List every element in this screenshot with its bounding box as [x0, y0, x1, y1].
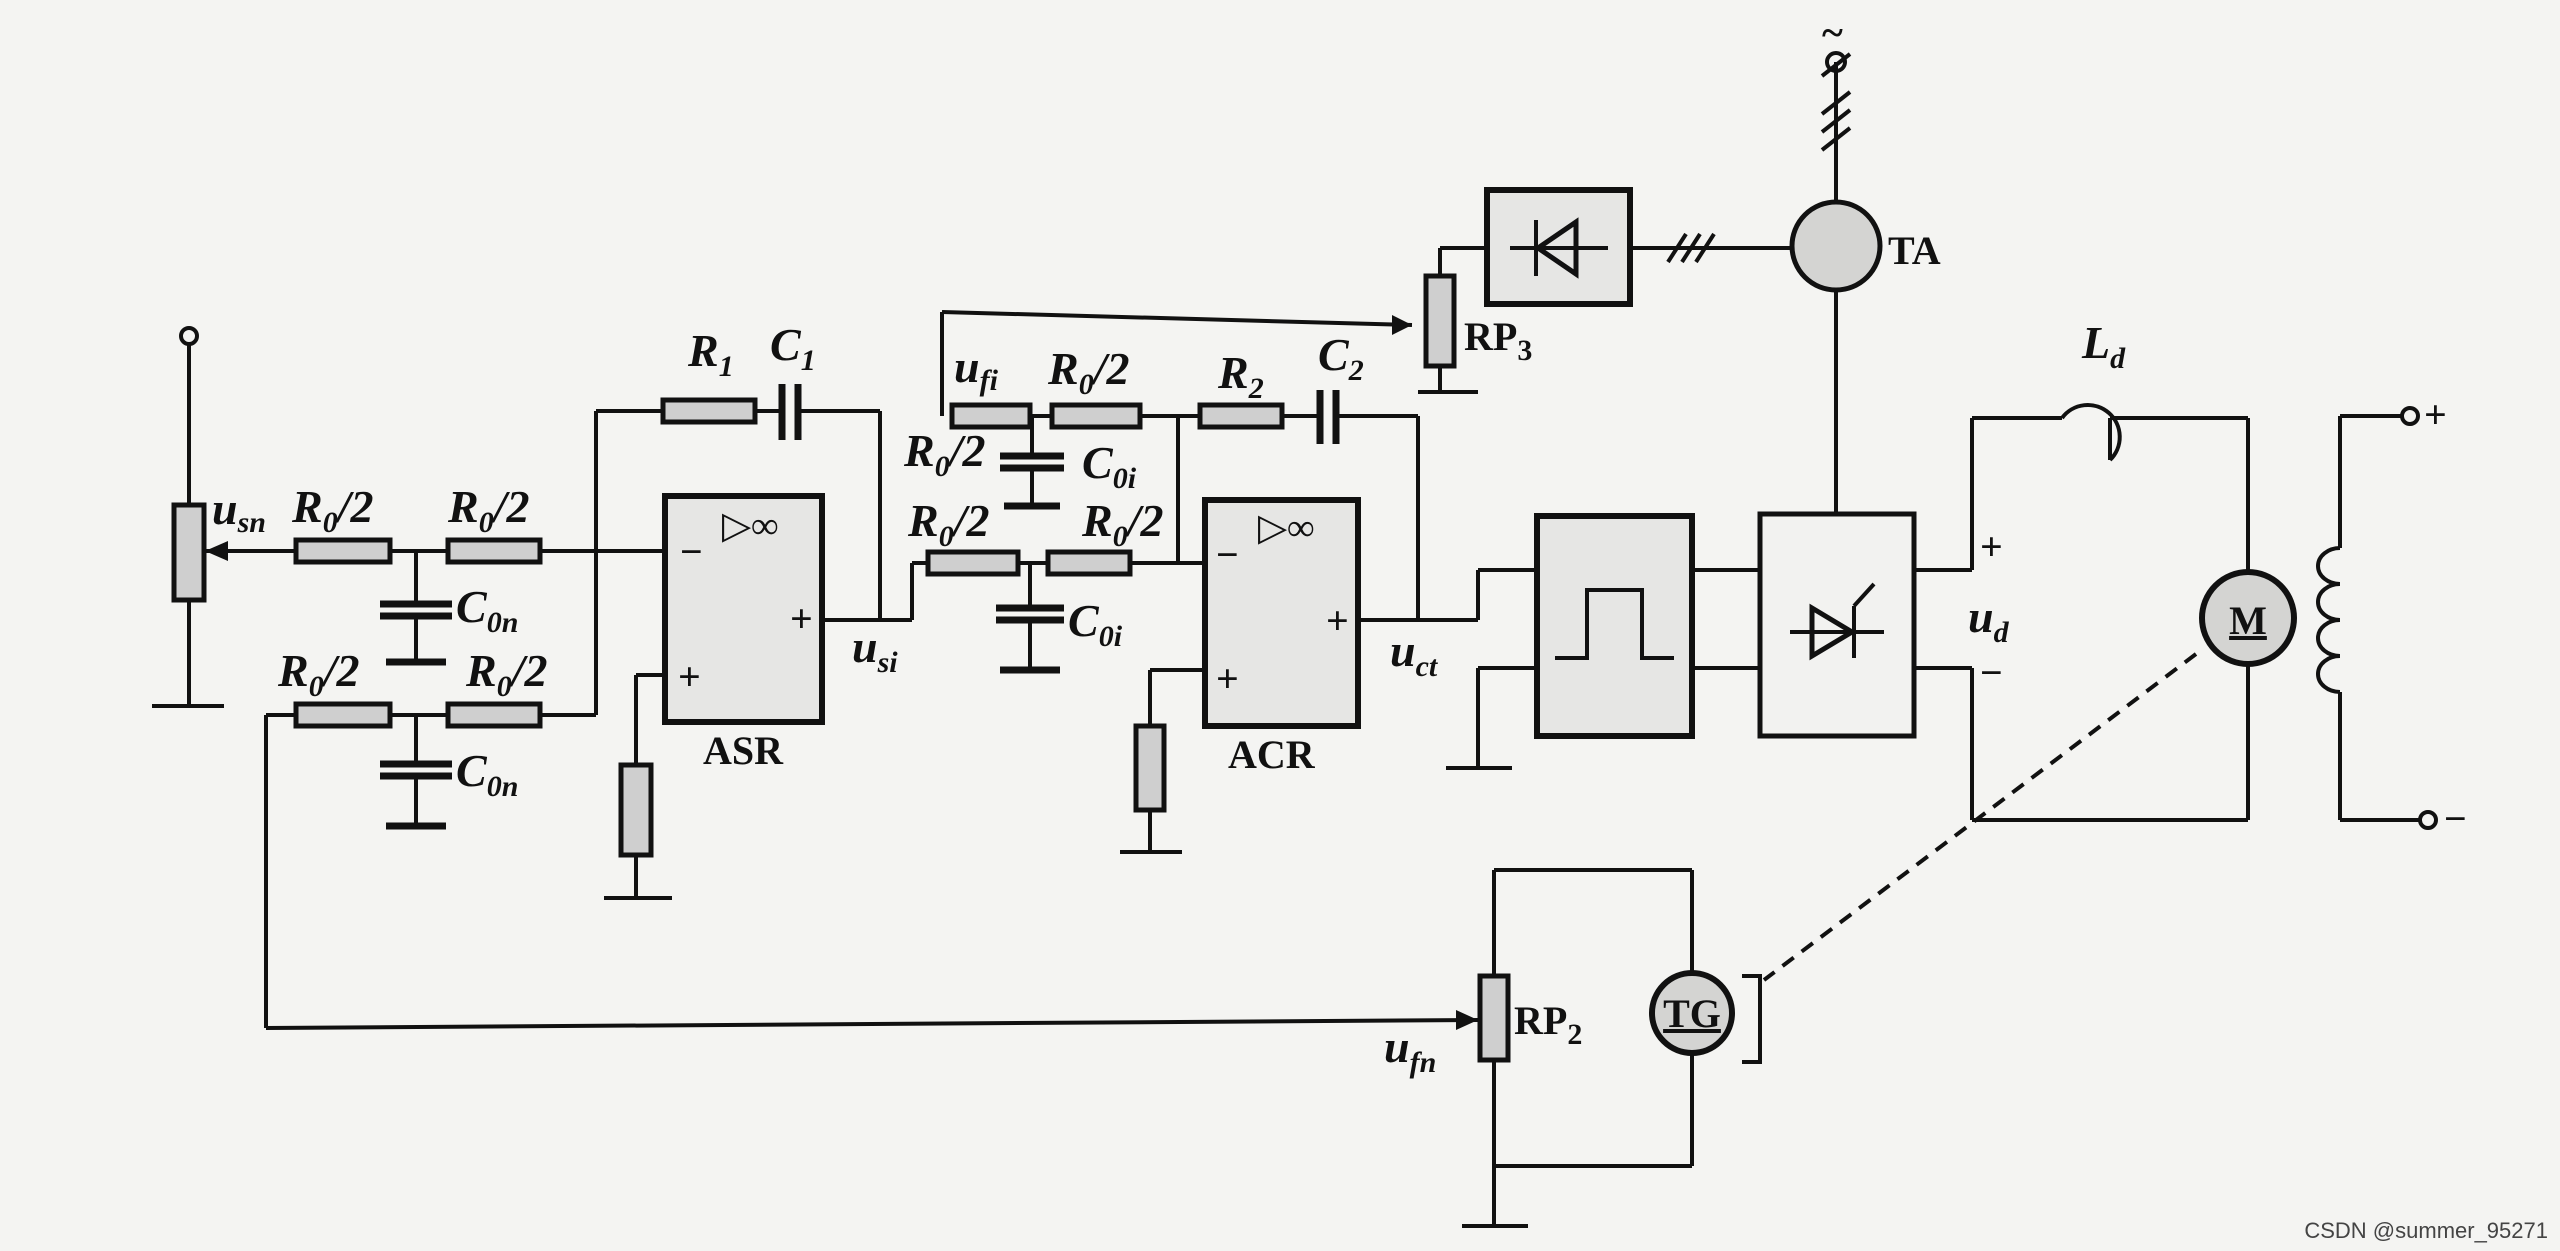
field-minus-sign: − — [2444, 796, 2467, 841]
tacho-label: TG — [1663, 991, 1721, 1036]
ud-plus-sign: + — [1980, 524, 2003, 569]
resistor-r0-half-7 — [949, 402, 1033, 430]
tacho-generator-tg: TG — [1649, 970, 1735, 1056]
capacitor-c0n-lower — [380, 760, 452, 830]
field-winding-coil — [2316, 546, 2341, 694]
opamp-symbol: ▷∞ — [1258, 507, 1314, 549]
label-r2: R2 — [1217, 347, 1264, 405]
ac-tilde-sign: ~ — [1822, 10, 1843, 55]
label-u-si: usi — [852, 621, 898, 679]
resistors — [171, 273, 1511, 1063]
mechanical-coupling-dashed — [1762, 652, 2198, 982]
asr-block: ▷∞ − + + ASR — [622, 493, 825, 773]
label-ld: Ld — [2081, 317, 2126, 375]
acr-label: ACR — [1228, 732, 1316, 777]
capacitor-c1 — [778, 384, 802, 440]
capacitor-c2 — [1316, 390, 1340, 444]
watermark-text: CSDN @summer_95271 — [2304, 1218, 2548, 1243]
label-u-ct: uct — [1390, 625, 1439, 683]
motor-label: M — [2229, 598, 2267, 643]
inductor-ld — [2060, 403, 2122, 462]
capacitors — [380, 384, 1340, 830]
capacitor-c0i-upper — [1000, 452, 1064, 510]
opamp-symbol: ▷∞ — [722, 505, 778, 547]
label-r0-half-5: R0/2 — [907, 495, 989, 553]
resistor-r1 — [660, 397, 758, 425]
label-r1: R1 — [687, 325, 734, 383]
label-r0-half-2: R0/2 — [447, 481, 529, 539]
resistor-r0-half-1 — [293, 537, 393, 565]
label-r0-half-7: R0/2 — [903, 425, 985, 483]
resistor-r2 — [1197, 402, 1285, 430]
acr-ground-resistor — [1133, 723, 1167, 813]
resistor-r0-half-6 — [1045, 549, 1133, 577]
label-c0n-lower: C0n — [456, 745, 518, 803]
wiper-arrow-icon — [205, 541, 228, 561]
feedback-arrow-icon — [1392, 315, 1412, 335]
label-c2: C2 — [1318, 329, 1364, 387]
asr-label: ASR — [703, 728, 784, 773]
trigger-block — [1534, 513, 1695, 739]
rectifier-block — [1484, 187, 1633, 307]
label-r0-half-4: R0/2 — [465, 645, 547, 703]
ta-label: TA — [1888, 228, 1941, 273]
label-r0-half-1: R0/2 — [291, 481, 373, 539]
label-u-sn: usn — [212, 483, 266, 539]
asr-ground-resistor — [618, 762, 654, 858]
thyristor-bridge-block — [1757, 511, 1917, 739]
acr-plus-sign: + — [1216, 656, 1239, 701]
capacitor-c0i-lower — [996, 604, 1064, 674]
pulse-icon — [1555, 588, 1674, 660]
resistor-r0-half-3 — [293, 701, 393, 729]
diode-icon — [1533, 217, 1579, 279]
potentiometer-rp2 — [1477, 973, 1511, 1063]
field-plus-sign: + — [2424, 392, 2447, 437]
capacitor-c0n-upper — [380, 600, 452, 666]
label-u-fn: ufn — [1384, 1021, 1436, 1079]
acr-minus-sign: − — [1216, 532, 1239, 577]
acr-block: ▷∞ − + + ACR — [1202, 497, 1361, 777]
potentiometer-rp3 — [1423, 273, 1457, 369]
labels: usn R0/2 R0/2 R0/2 R0/2 C0n C0n R1 C1 us… — [212, 10, 2548, 1243]
label-rp2: RP2 — [1514, 998, 1582, 1051]
label-r0-half-3: R0/2 — [277, 645, 359, 703]
field-minus-terminal — [2418, 810, 2438, 830]
label-u-fi: ufi — [954, 341, 999, 397]
label-rp3: RP3 — [1464, 314, 1532, 367]
ac-supply-terminal — [1825, 51, 1847, 73]
asr-minus-sign: − — [680, 529, 703, 574]
label-r0-half-8: R0/2 — [1047, 343, 1129, 401]
asr-plus-sign: + — [678, 654, 701, 699]
reference-input-terminal — [179, 326, 199, 346]
label-c0i-lower: C0i — [1068, 595, 1123, 653]
resistor-r0-half-4 — [445, 701, 543, 729]
label-r0-half-6: R0/2 — [1081, 495, 1163, 553]
resistor-r0-half-5 — [925, 549, 1021, 577]
label-c0n-upper: C0n — [456, 581, 518, 639]
acr-output-plus-sign: + — [1326, 598, 1349, 643]
field-plus-terminal — [2400, 406, 2420, 426]
label-c1: C1 — [770, 319, 816, 377]
thyristor-icon — [1809, 603, 1857, 661]
motor-m: M — [2199, 569, 2297, 667]
resistor-r0-half-8 — [1049, 402, 1143, 430]
asr-output-plus-sign: + — [790, 596, 813, 641]
speed-feedback-arrow-icon — [1456, 1010, 1478, 1030]
ud-minus-sign: − — [1980, 650, 2003, 695]
reference-potentiometer — [171, 502, 207, 603]
label-c0i-upper: C0i — [1082, 437, 1137, 495]
current-transformer-ta: TA — [1789, 199, 1941, 293]
wiring — [152, 51, 2438, 1228]
label-u-d: ud — [1968, 591, 2010, 649]
resistor-r0-half-2 — [445, 537, 543, 565]
